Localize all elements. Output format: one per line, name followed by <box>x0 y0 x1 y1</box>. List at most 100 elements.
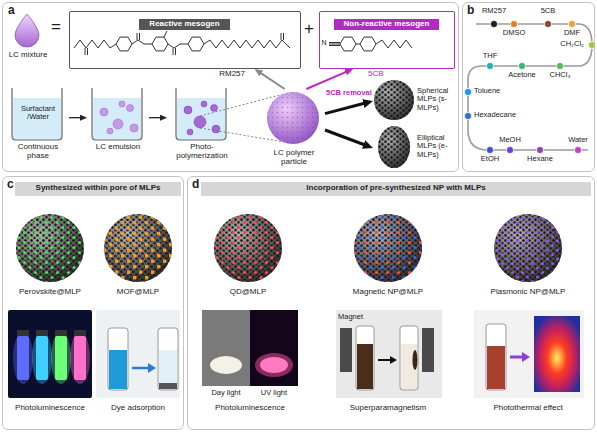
mlp-composite-spheres <box>354 214 422 282</box>
process-arrow <box>149 117 165 118</box>
solvent-label: Hexadecane <box>474 111 530 119</box>
photo-dye-adsorption <box>159 383 177 389</box>
text-holder: LC emulsion <box>87 143 149 152</box>
mlp-drawing <box>378 126 410 168</box>
solvent-path <box>490 20 497 27</box>
solvent-label: EtOH <box>474 155 506 163</box>
label-holder: Magnetic NP@MLP <box>333 288 443 297</box>
mlp-composite-spheres <box>494 214 562 282</box>
text-holder: b <box>467 4 481 17</box>
beaker-drawing <box>187 129 193 135</box>
photo-photothermal <box>534 316 580 392</box>
text-holder: LC polymer particle <box>263 149 325 167</box>
label-holder: + <box>301 20 317 39</box>
photo-photothermal <box>522 352 530 362</box>
box-heading: Non-reactive mesogen <box>334 19 440 30</box>
label-holder: Toluene <box>474 87 518 95</box>
photo-photothermal <box>486 324 506 390</box>
label-holder: CH₂Cl₂ <box>546 40 584 48</box>
mlp-composite-spheres <box>104 214 172 282</box>
label-holder: MOF@MLP <box>93 288 183 297</box>
photo-photoluminescence-vials <box>13 332 33 384</box>
label-holder: Magnet <box>338 313 378 321</box>
photo-dye-adsorption <box>132 367 148 370</box>
solvent-label: Toluene <box>474 87 518 95</box>
photo-photoluminescence-vials <box>17 336 29 380</box>
edge-label-holder: 5CB removal <box>325 89 373 97</box>
rm257-structure <box>116 37 132 51</box>
solvent-label: DMF <box>558 29 586 37</box>
label-holder: UV light <box>250 389 298 397</box>
solvent-label: CH₂Cl₂ <box>546 40 584 48</box>
rm257-structure <box>139 33 140 40</box>
text-holder: LC mixture <box>5 51 51 60</box>
beaker: LC emulsion <box>87 85 149 171</box>
compound-label: RM257 <box>205 70 245 79</box>
mlp-composite-spheres <box>354 214 422 282</box>
beaker-drawing <box>130 124 138 132</box>
step-label: Continuous phase <box>7 143 69 161</box>
banner-text: Synthesized within pore of MLPs <box>15 184 181 193</box>
label-holder: Acetone <box>503 71 541 79</box>
lc-particle-drawing <box>267 92 319 144</box>
beaker: Photo- polymerization <box>167 85 237 171</box>
solvent-label: Acetone <box>503 71 541 79</box>
photo-label: Day light <box>202 389 250 397</box>
rm257-structure <box>74 40 116 48</box>
panel-letter: d <box>192 178 206 191</box>
text-holder: Continuous phase <box>7 143 69 161</box>
solvent-path <box>574 146 581 153</box>
5cb-structure <box>329 45 340 46</box>
edge-label: 5CB removal <box>325 89 373 97</box>
5cb-structure <box>360 37 376 51</box>
mlp-composite-spheres <box>494 214 562 282</box>
solvent-path <box>506 146 513 153</box>
lc-droplet <box>15 14 39 47</box>
photo-magnetic-vials <box>390 356 397 364</box>
label-holder: Photoluminescence <box>198 404 302 413</box>
photo-dye-adsorption <box>109 350 127 389</box>
solvent-path <box>468 24 592 150</box>
material-label: Magnetic NP@MLP <box>333 288 443 297</box>
photo-label: Magnet <box>338 313 378 321</box>
photo-photothermal <box>474 310 584 398</box>
rm257-structure <box>152 37 168 51</box>
photo-photoluminescence-vials <box>55 330 67 336</box>
solvent-path <box>464 112 471 119</box>
particle-label: Elliptical MLPs (e-MLPs) <box>417 134 457 159</box>
solvent-label: CHCl₃ <box>542 71 578 79</box>
solvent-path <box>464 20 595 153</box>
mesogen-box: Non-reactive mesogen <box>319 11 455 69</box>
panel-letter: c <box>7 178 21 191</box>
droplet-label: LC mixture <box>5 51 51 60</box>
photo-qd-powder <box>255 353 293 377</box>
mlp-composite-spheres <box>104 214 172 282</box>
mlp-drawing <box>378 126 410 168</box>
property-caption: Dye adsorption <box>93 404 183 413</box>
label-holder: Dye adsorption <box>93 404 183 413</box>
mlp-composite-spheres <box>494 214 562 282</box>
process-arrow <box>325 130 368 146</box>
text-holder: Photo- polymerization <box>167 143 237 161</box>
mlp-composite-spheres <box>214 214 282 282</box>
step-label: Photo- polymerization <box>167 143 237 161</box>
photo-qd-powder <box>210 356 242 374</box>
label-holder: Hexane <box>522 155 558 163</box>
5cb-structure <box>356 44 360 45</box>
text-holder: c <box>7 178 21 191</box>
label-holder: CHCl₃ <box>542 71 578 79</box>
label-holder: THF <box>476 52 504 60</box>
photo-magnetic-vials <box>401 344 417 389</box>
rm257-structure <box>87 48 88 55</box>
rm257-structure <box>188 37 204 51</box>
photo-label: UV light <box>250 389 298 397</box>
photo-magnetic-vials <box>422 328 434 372</box>
mlp-composite-spheres <box>16 214 84 282</box>
label-holder: MeOH <box>494 136 526 144</box>
mlp-composite-spheres <box>104 214 172 282</box>
beaker-content: Surfactant /Water <box>14 105 62 122</box>
mlp-particle: Elliptical MLPs (e-MLPs) <box>373 125 457 171</box>
solvent-path <box>464 88 471 95</box>
panel: LC mixtureReactive mesogenNon-reactive m… <box>2 2 459 172</box>
